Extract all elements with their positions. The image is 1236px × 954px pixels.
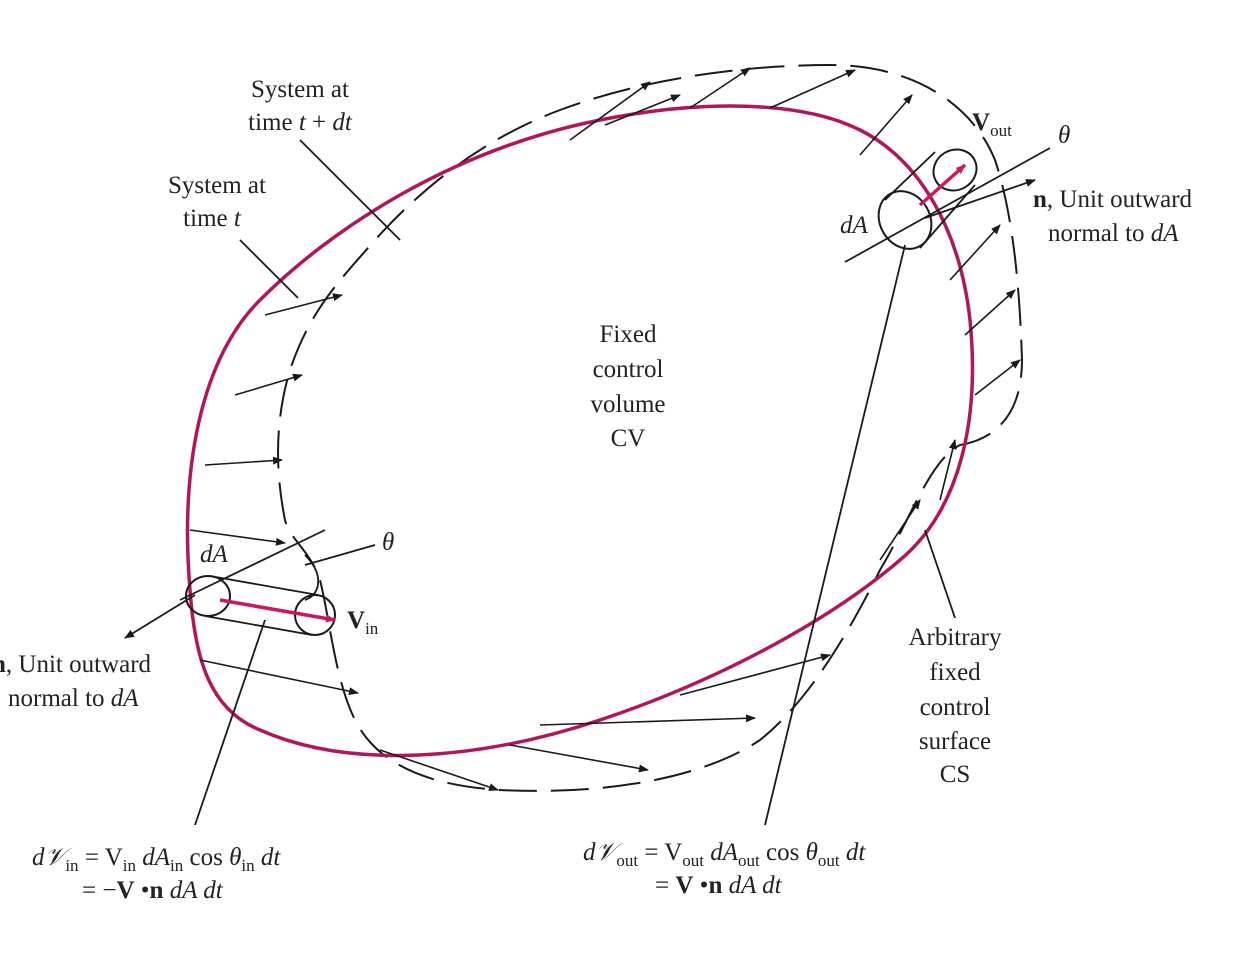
- label-n-right-line2: normal to dA: [1048, 220, 1179, 247]
- flow-arrow: [859, 94, 913, 156]
- flow-arrow: [964, 289, 1016, 336]
- svg-text:surface: surface: [919, 728, 991, 755]
- label-system-t-line2: time t: [183, 205, 242, 232]
- label-cv: Fixed control volume CV: [591, 321, 666, 452]
- v-out-arrow: [918, 163, 967, 207]
- flow-arrows: [189, 67, 1021, 791]
- svg-text:fixed: fixed: [929, 659, 981, 686]
- inlet-theta-line: [304, 544, 376, 566]
- leader-lines: [194, 139, 956, 826]
- flow-arrow: [264, 293, 343, 316]
- svg-text:volume: volume: [591, 391, 666, 418]
- flow-arrow: [509, 744, 649, 773]
- flow-arrow: [569, 81, 651, 141]
- flow-arrow: [939, 439, 957, 501]
- equation-out-line2: = V •n dA dt: [655, 872, 783, 899]
- flow-arrow: [189, 529, 286, 546]
- equation-in-line1: d𝒱in = Vin dAin cos θin dt: [32, 844, 281, 875]
- flow-arrow: [604, 94, 681, 126]
- system-boundary-t-plus-dt: [277, 63, 1024, 792]
- outlet-element: [844, 147, 1051, 263]
- flow-arrow: [879, 499, 921, 561]
- label-theta-in: θ: [382, 529, 394, 556]
- svg-text:control: control: [920, 694, 991, 721]
- flow-arrow: [379, 749, 499, 791]
- flow-arrow: [769, 69, 856, 109]
- inlet-normal-arrow: [124, 594, 196, 639]
- label-n-left: n, Unit outward: [0, 651, 152, 678]
- inlet-tangent-line: [179, 529, 326, 601]
- label-da-in: dA: [200, 541, 229, 568]
- flow-arrow: [204, 456, 283, 466]
- svg-text:Arbitrary: Arbitrary: [908, 624, 1002, 651]
- equation-in-line2: = −V •n dA dt: [82, 877, 224, 904]
- svg-text:CV: CV: [611, 425, 646, 452]
- svg-text:CS: CS: [940, 761, 971, 788]
- label-system-t-dt-line2: time t + dt: [248, 109, 353, 136]
- outlet-top-ellipse: [932, 148, 978, 192]
- flow-arrow: [234, 373, 303, 396]
- label-da-out: dA: [840, 212, 869, 239]
- leader-eq-in: [194, 619, 266, 826]
- flow-arrow: [974, 359, 1021, 396]
- svg-text:control: control: [593, 356, 664, 383]
- equation-out-line1: d𝒱out = Vout dAout cos θout dt: [583, 839, 866, 870]
- inlet-angle-arc: [304, 554, 320, 601]
- label-n-right: n, Unit outward: [1033, 186, 1193, 213]
- v-in-arrow: [219, 598, 336, 623]
- label-system-t: System at: [168, 172, 266, 199]
- flow-arrow: [689, 67, 751, 109]
- control-surface-curve: [185, 104, 975, 758]
- label-theta-out: θ: [1058, 122, 1070, 149]
- label-v-out: Vout: [972, 109, 1012, 140]
- leader-system-t-dt: [299, 139, 401, 241]
- label-v-in: Vin: [347, 607, 379, 638]
- outlet-tangent-line: [844, 147, 1051, 263]
- inlet-element: [124, 529, 376, 639]
- leader-system-t: [239, 239, 299, 299]
- outlet-normal-arrow: [924, 179, 1036, 219]
- flow-arrow: [199, 659, 359, 696]
- flow-arrow: [539, 714, 756, 726]
- label-system-t-dt: System at: [251, 76, 349, 103]
- leader-cs: [924, 529, 956, 619]
- flow-arrow: [949, 224, 1001, 281]
- label-cs: Arbitrary fixed control surface CS: [908, 624, 1002, 788]
- leader-eq-out: [764, 244, 906, 826]
- label-n-left-line2: normal to dA: [8, 685, 139, 712]
- svg-text:Fixed: Fixed: [600, 321, 657, 348]
